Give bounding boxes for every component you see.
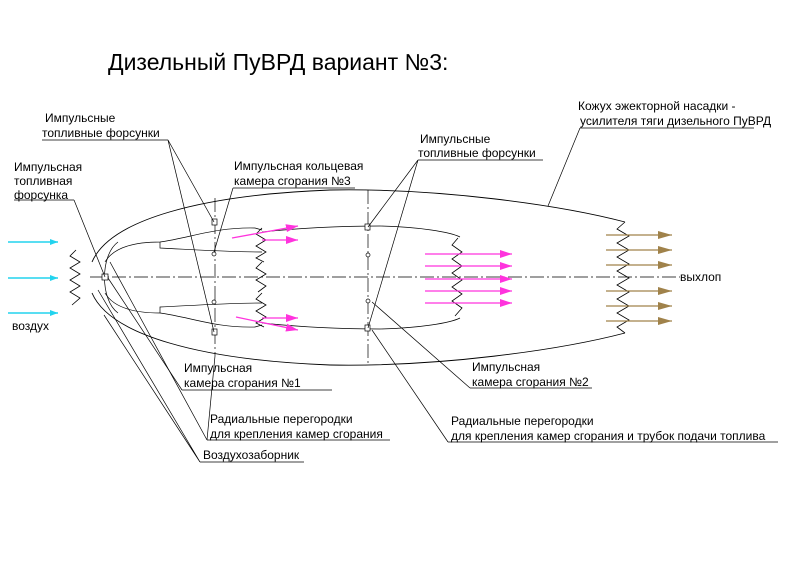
label-ejector-2: усилителя тяги дизельного ПуВРД <box>580 114 771 128</box>
label-partitions1-2: для крепления камер сгорания <box>210 427 383 441</box>
leader-injectors-mid <box>367 159 419 329</box>
leader-ring-chamber <box>213 187 234 253</box>
chamber-1-upper <box>104 227 263 263</box>
leader-injectors-left <box>167 139 215 333</box>
chamber-2-lower <box>261 317 461 330</box>
label-chamber2-2: камера сгорания №2 <box>472 375 589 389</box>
injector-lower-mid <box>364 324 371 332</box>
grid-exhaust <box>616 221 630 334</box>
leader-intake <box>97 289 201 463</box>
label-ring-chamber-1: Импульсная кольцевая <box>234 159 363 173</box>
chamber-1-upper-inner <box>159 242 263 253</box>
injector-upper-left <box>211 218 218 226</box>
ejector-shroud-lower <box>91 292 626 366</box>
leader-partitions2 <box>371 329 449 443</box>
leader-ejector <box>547 127 581 207</box>
leader-single-injector <box>73 199 106 278</box>
label-partitions2-2: для крепления камер сгорания и трубок по… <box>451 429 766 443</box>
injector-upper-mid <box>364 223 371 231</box>
label-partitions2-1: Радиальные перегородки <box>451 414 594 428</box>
label-single-injector-3: форсунка <box>14 188 68 202</box>
chamber-1-lower <box>104 292 263 328</box>
ring-point-lower <box>211 299 217 305</box>
diagram-title: Дизельный ПуВРД вариант №3: <box>108 49 448 75</box>
label-intake: Воздухозаборник <box>203 448 300 462</box>
label-ring-chamber-2: камера сгорания №3 <box>234 174 351 188</box>
label-injectors-mid-2: топливные форсунки <box>418 146 536 160</box>
label-single-injector-1: Импульсная <box>14 160 82 174</box>
ejector-shroud <box>91 189 626 263</box>
chamber-1-lower-inner <box>159 302 263 313</box>
label-ejector-1: Кожух эжекторной насадки - <box>578 99 736 113</box>
label-partitions1-1: Радиальные перегородки <box>210 412 353 426</box>
label-chamber2-1: Импульсная <box>472 360 540 374</box>
grid-intake <box>69 249 81 306</box>
label-air: воздух <box>12 319 49 333</box>
leader-chamber2 <box>371 301 471 389</box>
flame-arrow-1a <box>231 224 299 239</box>
label-injectors-left-2: топливные форсунки <box>42 126 160 140</box>
grid-chamber2 <box>451 237 463 317</box>
injector-lower-left <box>211 328 218 336</box>
label-chamber1-1: Импульсная <box>184 361 252 375</box>
grid-chamber1-lower <box>255 292 267 328</box>
label-single-injector-2: топливная <box>14 174 72 188</box>
leader-partitions1 <box>109 261 216 441</box>
label-injectors-mid-1: Импульсные <box>420 132 491 146</box>
label-exhaust: выхлоп <box>680 270 721 284</box>
label-injectors-left-1: Импульсные <box>45 111 116 125</box>
label-chamber1-2: камера сгорания №1 <box>184 376 301 390</box>
ring-point-upper <box>211 251 217 257</box>
mid-point-lower <box>365 298 371 304</box>
mid-point-upper <box>365 252 371 258</box>
flame-arrow-1c <box>235 316 299 332</box>
